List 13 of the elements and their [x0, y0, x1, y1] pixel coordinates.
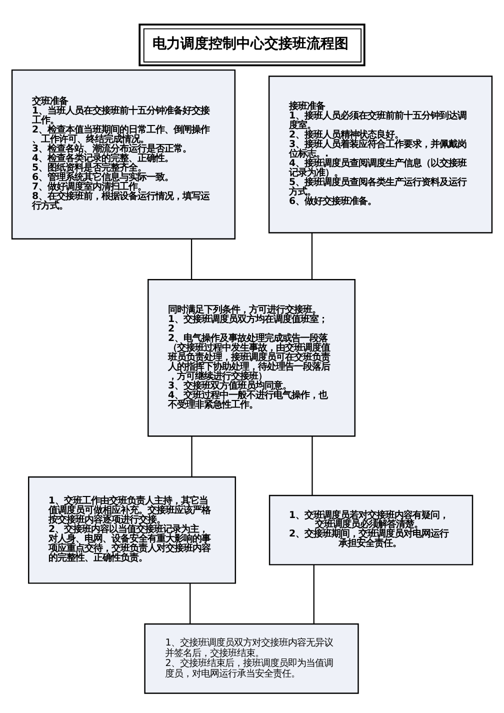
connector: [311, 232, 313, 280]
connector: [191, 436, 192, 477]
node-box: 接班准备 1、接班人员必须在交班前前十五分钟到达调度室。 2、接班人员精神状态良好。 3、接班人员着装应符合工作要求，并佩戴岗位标志。. 4、接班调度员查阅调度生产信息（以交接班记录为准）。 5、接班调度员查阅各类生产运行资料及运行方式。 6、做好交接班准备。: [268, 76, 493, 234]
node-box: 1、交班调度员若对交接班内容有疑问，交班调度员必须解答清楚。 2、交接班期间，交班调度员对电网运行承担安全责任。: [268, 494, 474, 566]
connector: [190, 583, 191, 624]
connector: [190, 238, 192, 280]
node-box: 同时满足下列条件，方可进行交接班。 1、交接班调度员双方均在调度值班室； 2 2、电气操作及事故处理完成或告一段落（交接班过程中发生事故，由交班调度值班员负责处理，接班调度员可在交班负责人的指挥下协助处理，待处理告一段落后，方可继续进行交接班） 3、交接班双方值班员均同意。 4、交班过程中一般不进行电气操作，也不受理非紧急性工作。: [148, 279, 356, 437]
diagram-title: 电力调度控制中心交接班流程图: [152, 36, 348, 52]
connector: [313, 564, 314, 624]
connector: [312, 436, 313, 496]
node-box: 1、交接班调度员双方对交接班内容无异议并签名后，交接班结束。 2、交接班结束后，接班调度员即为当值调度员，对电网运行承当安全责任。: [144, 623, 359, 694]
node-box: 交班准备 1、当班人员在交接班前十五分钟准备好交接工作。 2、检查本值当班期间的日常工作、倒闸操作、工作许可、终结完成情况。 3、检查各站、潮流分布运行是否正常。 4、检查各类记录的完整、正确性。 5、图纸资料是否完整齐全。 6、管理系统其它信息与实际一致。 7、做好调度室内清扫工作。 8、在交接班前，根据设备运行情况，填写运行方式。: [11, 69, 236, 240]
node-box: 1、交班工作由交班负责人主持，其它当值调度员可做相应补充。交接班应该严格按交接班内容逐项进行交接。 2、交接班内容以当值交接班记录为主，对人身、电网、设备安全有重大影响的事项应重点交待，交班负责人对交接班内容的完整性、正确性负责。: [28, 476, 236, 584]
